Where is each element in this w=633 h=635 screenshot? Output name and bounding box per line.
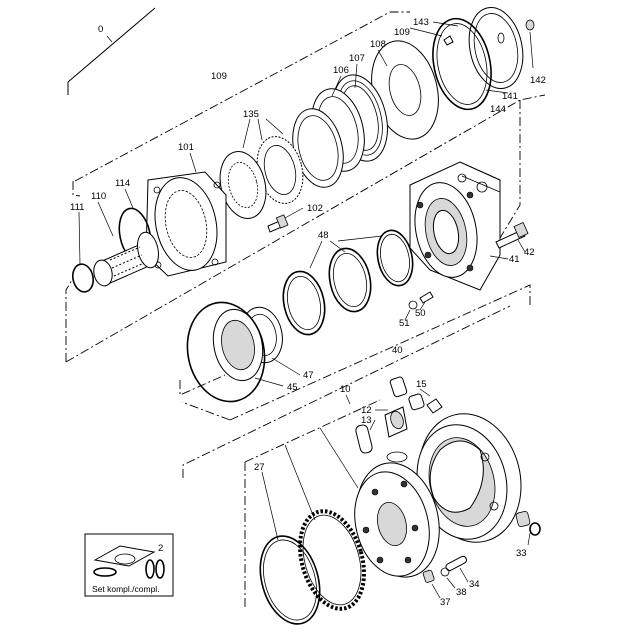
piston-rings-48 xyxy=(282,229,414,336)
callout-111: 111 xyxy=(70,202,84,213)
valve-body xyxy=(408,161,529,310)
callout-0: 0 xyxy=(98,24,103,35)
assembly-boundary-lines xyxy=(65,7,546,610)
callout-12: 12 xyxy=(361,405,372,416)
callout-114: 114 xyxy=(115,178,130,189)
seal-kit-number: 2 xyxy=(158,543,163,554)
callout-144: 144 xyxy=(490,104,506,115)
piston-group xyxy=(186,301,283,403)
callout-33: 33 xyxy=(516,548,527,559)
callout-15: 15 xyxy=(416,379,427,390)
rotor-disc xyxy=(354,462,468,583)
callout-135: 135 xyxy=(243,109,259,120)
callout-142: 142 xyxy=(530,75,546,86)
end-cap-group xyxy=(219,7,535,219)
hub-group xyxy=(71,171,289,293)
callout-143: 143 xyxy=(413,17,429,28)
callout-107: 107 xyxy=(349,53,365,64)
rotor-group xyxy=(355,376,443,463)
callout-47: 47 xyxy=(303,370,314,381)
callout-45: 45 xyxy=(287,382,298,393)
callout-106: 106 xyxy=(333,65,349,76)
callout-108: 108 xyxy=(370,39,386,50)
callout-38: 38 xyxy=(456,587,467,598)
callout-40: 40 xyxy=(392,345,403,356)
callout-13: 13 xyxy=(361,415,372,426)
callout-48: 48 xyxy=(318,230,329,241)
callout-109b: 109 xyxy=(394,27,410,38)
seal-kit-box: 2 Set kompl./compl. xyxy=(84,533,174,597)
callout-51: 51 xyxy=(399,318,410,329)
callout-102: 102 xyxy=(307,203,323,214)
callout-141: 141 xyxy=(502,91,518,102)
bearing-group xyxy=(259,509,366,625)
callout-labels: 0 109 143 109 108 107 106 142 141 144 13… xyxy=(70,17,546,608)
seal-kit-label: Set kompl./compl. xyxy=(92,584,160,594)
callout-34: 34 xyxy=(469,579,480,590)
callout-41: 41 xyxy=(509,254,520,265)
callout-50: 50 xyxy=(415,308,426,319)
callout-101: 101 xyxy=(178,142,194,153)
stator xyxy=(416,413,541,543)
callout-42: 42 xyxy=(524,247,535,258)
callout-37: 37 xyxy=(440,597,451,608)
callout-109a: 109 xyxy=(211,71,227,82)
leader-lines xyxy=(78,21,534,599)
callout-27: 27 xyxy=(254,462,265,473)
callout-110: 110 xyxy=(91,191,106,202)
callout-10: 10 xyxy=(340,384,351,395)
